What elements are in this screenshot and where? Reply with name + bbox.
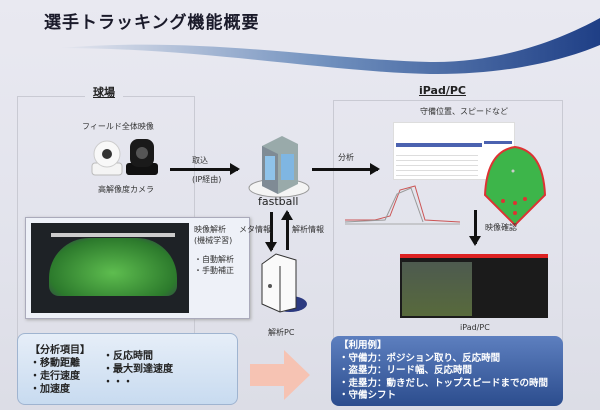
analysis-item: ・走行速度 [30, 371, 80, 382]
server-label: fastball [258, 195, 299, 208]
analysis-item: ・反応時間 [103, 351, 153, 362]
use-case-item: ・守備力：ポジション取り、反応時間 [339, 352, 501, 364]
video-analysis-callout: 映像解析 (機械学習) ・自動解析・手動補正 [25, 217, 250, 319]
ingest-label: 取込 [192, 156, 208, 165]
meta-label: メタ情報 [239, 225, 271, 234]
pc-label: 解析PC [268, 328, 295, 337]
use-cases-box: 【利用例】 ・守備力：ポジション取り、反応時間 ・盗塁力：リード幅、反応時間 ・… [331, 336, 563, 406]
analysis-items-box: 【分析項目】・移動距離・走行速度・加速度 ・反応時間・最大到達速度・・・ [17, 333, 238, 405]
server-cloud-icon [248, 132, 310, 202]
ipad-section-label: iPad/PC [411, 84, 474, 97]
ipad-subtitle: 守備位置、スピードなど [420, 107, 508, 116]
callout-line1: 映像解析 [194, 225, 226, 234]
analyze-label: 分析 [338, 153, 354, 162]
ingest-arrow [170, 163, 240, 175]
analysis-pc-icon [258, 252, 308, 318]
analysis-item: ・移動距離 [30, 358, 80, 369]
use-cases-heading: 【利用例】 [339, 340, 387, 351]
video-check-arrow [469, 210, 481, 246]
field-diagram [483, 143, 547, 231]
speed-graph [344, 180, 461, 232]
callout-item: ・手動補正 [194, 266, 234, 275]
ingest-sublabel: (IP経由) [192, 175, 222, 184]
analyze-arrow [312, 163, 380, 175]
callout-line2: (機械学習) [194, 236, 233, 245]
camera-icon [90, 137, 162, 181]
stadium-section-label: 球場 [85, 84, 123, 100]
analysis-software-screenshot [31, 223, 189, 313]
use-case-item: ・守備シフト [339, 390, 397, 401]
camera-caption-bottom: 高解像度カメラ [98, 185, 154, 194]
swoosh-decoration [60, 18, 600, 75]
pink-arrow-icon [250, 350, 310, 400]
analysis-item: ・最大到達速度 [103, 364, 173, 375]
callout-item: ・自動解析 [194, 255, 234, 264]
slide-title: 選手トラッキング機能概要 [44, 13, 260, 33]
analysis-info-label: 解析情報 [292, 225, 324, 234]
analysis-item: ・加速度 [30, 384, 70, 395]
analysis-items-heading: 【分析項目】 [30, 345, 90, 356]
analysis-up-arrow [281, 210, 293, 250]
video-check-label: 映像確認 [485, 223, 517, 232]
use-case-item: ・盗塁力：リード幅、反応時間 [339, 365, 473, 376]
ipad-video-screenshot [400, 254, 548, 318]
meta-down-arrow [265, 212, 277, 252]
use-case-item: ・走塁力：動きだし、トップスピードまでの時間 [339, 377, 549, 389]
device-label: iPad/PC [460, 323, 490, 332]
analysis-item: ・・・ [103, 377, 133, 388]
camera-caption-top: フィールド全体映像 [82, 122, 154, 131]
